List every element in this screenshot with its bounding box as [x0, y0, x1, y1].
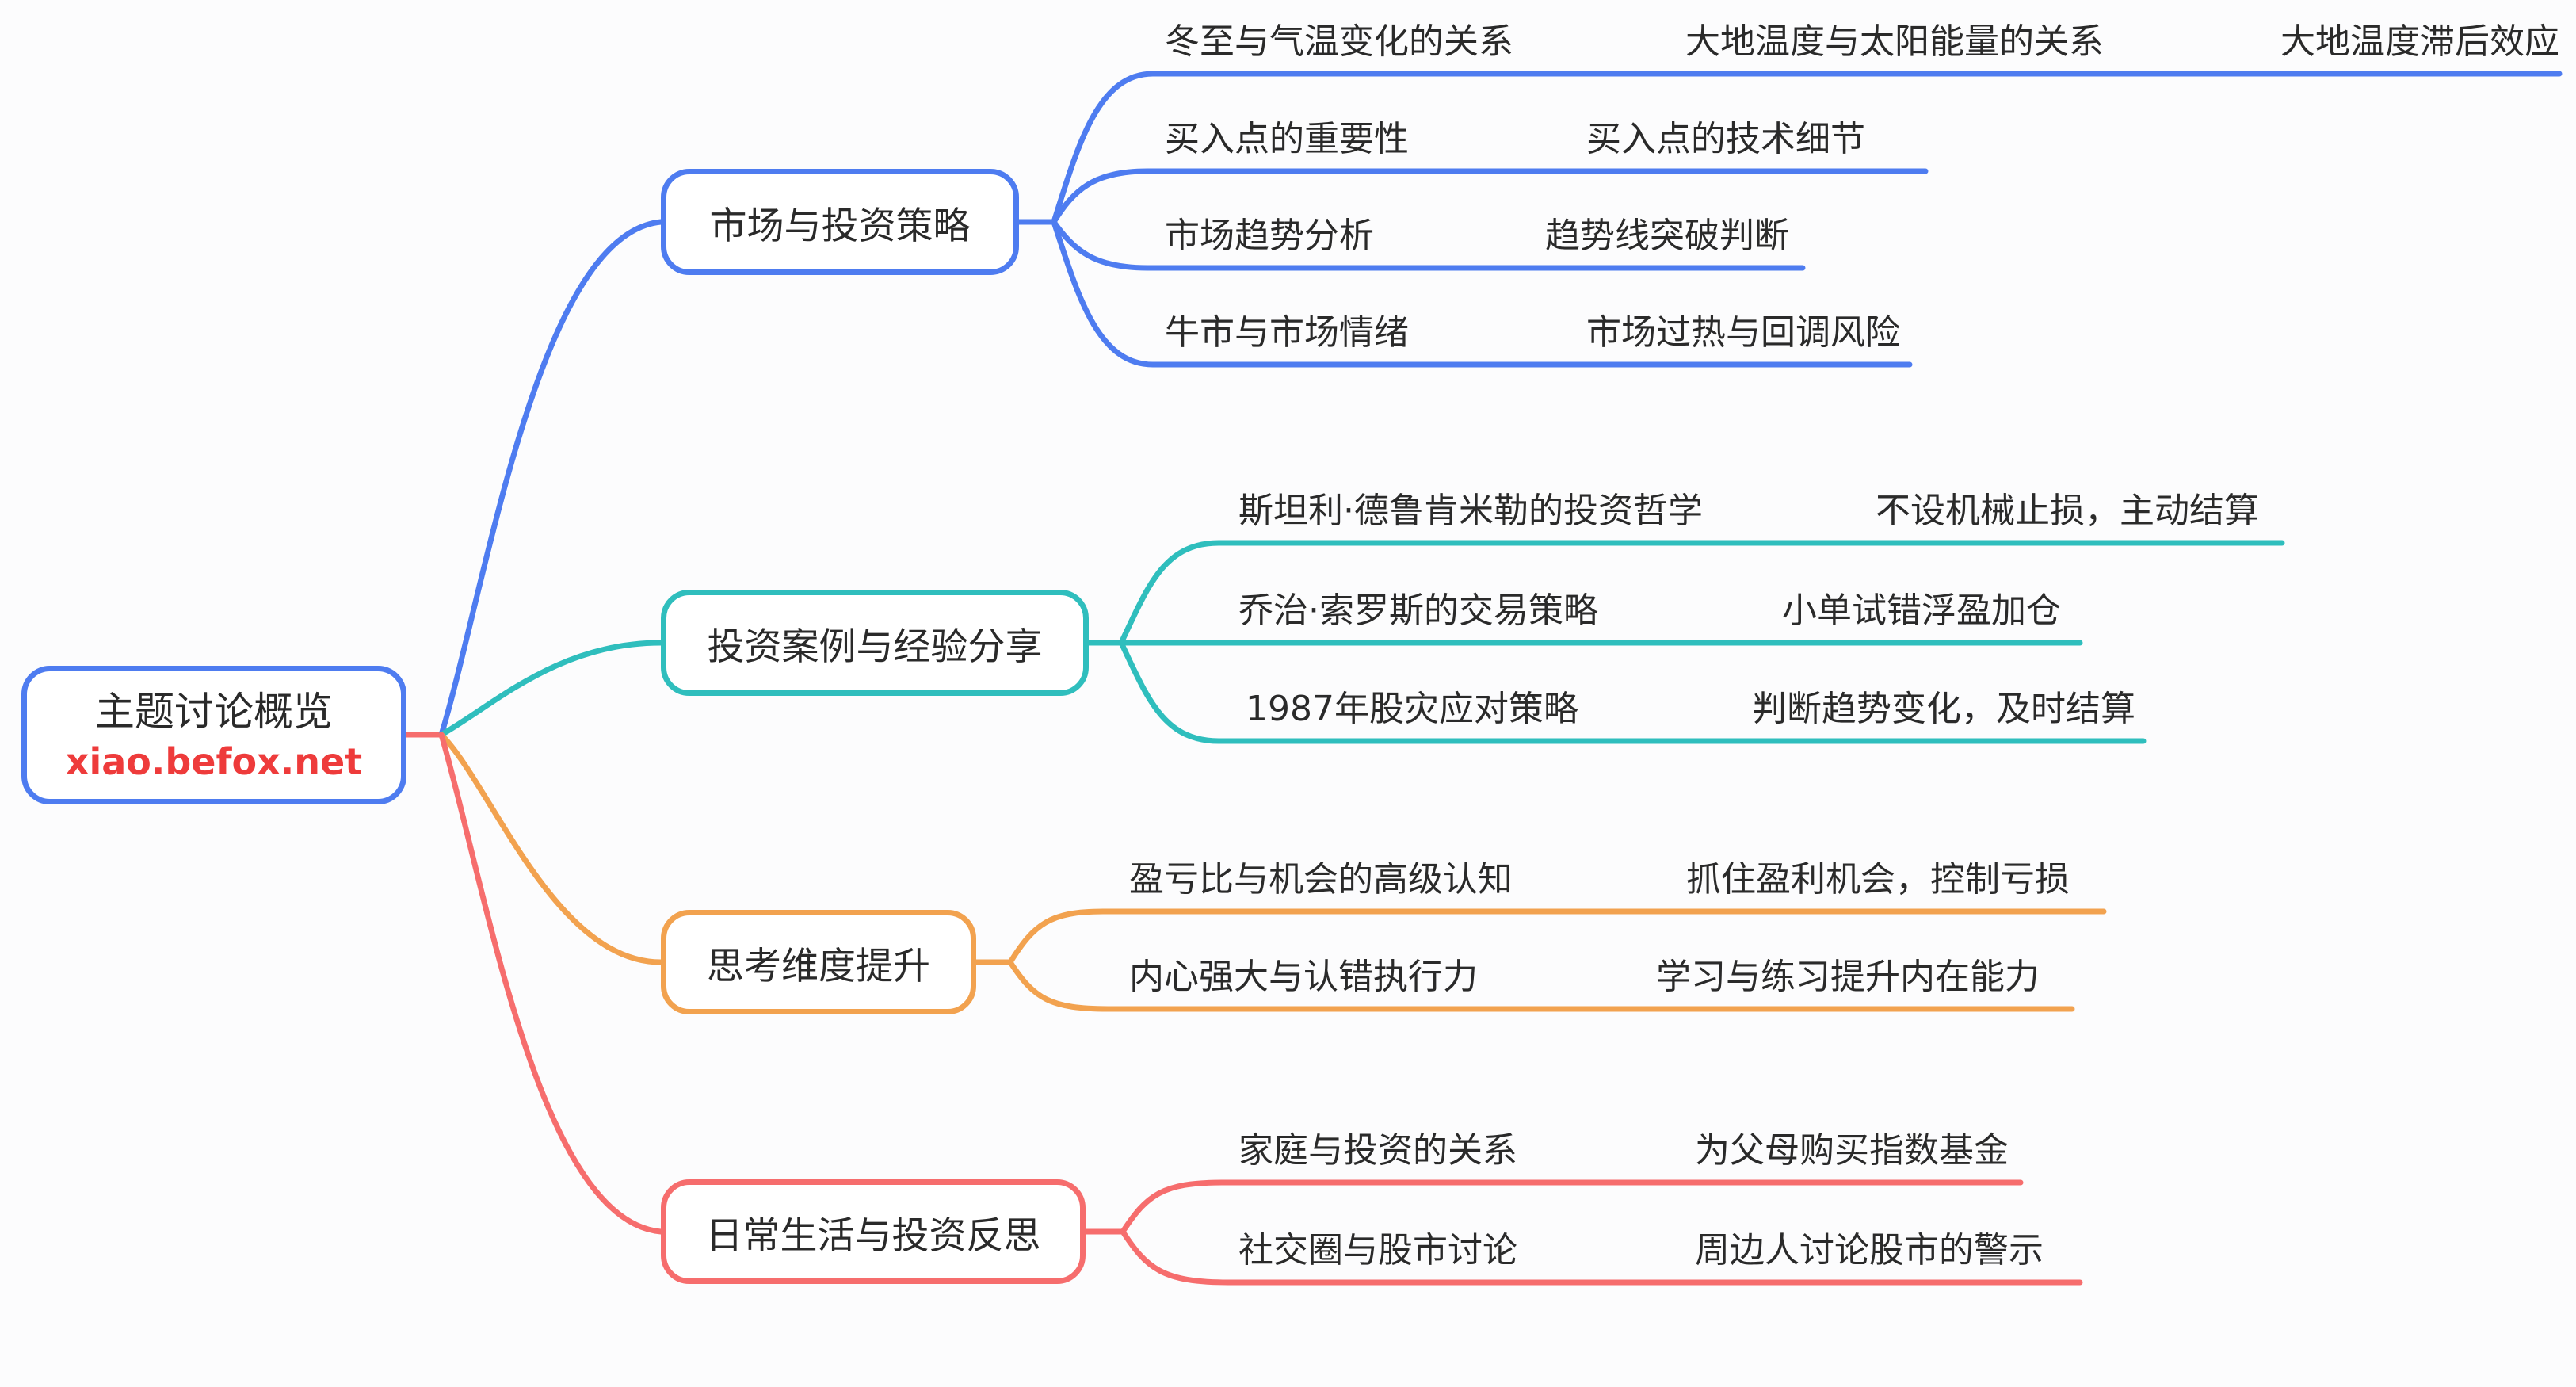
- branch3-row1-item1-label[interactable]: 盈亏比与机会的高级认知: [1129, 859, 1513, 900]
- branch2-row3-item2-label[interactable]: 判断趋势变化，及时结算: [1752, 689, 2135, 729]
- branch2-row2-item2-label[interactable]: 小单试错浮盈加仓: [1782, 590, 2061, 631]
- branch2-row1-line: [1118, 540, 2285, 646]
- root-to-branch3-connector: [438, 732, 664, 965]
- branch4-row1-item1-label[interactable]: 家庭与投资的关系: [1238, 1130, 1517, 1171]
- branch1-row1-line: [1051, 71, 2563, 225]
- branch1-label: 市场与投资策略: [709, 204, 971, 248]
- branch2-label: 投资案例与经验分享: [707, 625, 1043, 669]
- root-to-branch4-connector: [438, 732, 664, 1235]
- root-node[interactable]: 主题讨论概览 xiao.befox.net: [21, 666, 406, 804]
- branch1-row2-line: [1051, 168, 1929, 225]
- branch3-label: 思考维度提升: [707, 944, 930, 988]
- branch2-row1-item2-label[interactable]: 不设机械止损，主动结算: [1876, 491, 2259, 531]
- branch1-row4-line: [1051, 219, 1913, 368]
- branch1-node[interactable]: 市场与投资策略: [661, 169, 1019, 275]
- root-to-branch1-connector: [438, 219, 664, 738]
- root-subtitle-link[interactable]: xiao.befox.net: [65, 739, 363, 783]
- branch4-row2-line: [1120, 1228, 2083, 1286]
- branch2-node[interactable]: 投资案例与经验分享: [661, 590, 1089, 696]
- branch3-row2-item1-label[interactable]: 内心强大与认错执行力: [1129, 957, 1478, 997]
- branch4-label: 日常生活与投资反思: [705, 1213, 1041, 1258]
- branch4-node[interactable]: 日常生活与投资反思: [661, 1179, 1086, 1284]
- branch4-row2-item2-label[interactable]: 周边人讨论股市的警示: [1695, 1230, 2044, 1270]
- branch2-row1-item1-label[interactable]: 斯坦利·德鲁肯米勒的投资哲学: [1238, 491, 1703, 531]
- branch1-row1-item1-label[interactable]: 冬至与气温变化的关系: [1165, 21, 1513, 62]
- branch4-row2-item1-label[interactable]: 社交圈与股市讨论: [1238, 1230, 1517, 1270]
- branch1-row3-item2-label[interactable]: 趋势线突破判断: [1545, 216, 1789, 256]
- branch3-row1-line: [1007, 908, 2107, 965]
- branch1-row4-item2-label[interactable]: 市场过热与回调风险: [1586, 312, 1900, 353]
- branch1-row1-item3-label[interactable]: 大地温度滞后效应: [2280, 21, 2559, 62]
- branch3-node[interactable]: 思考维度提升: [661, 910, 976, 1014]
- branch4-row1-line: [1120, 1179, 2024, 1235]
- root-title: 主题讨论概览: [95, 688, 333, 735]
- branch3-row1-item2-label[interactable]: 抓住盈利机会，控制亏损: [1686, 859, 2070, 900]
- branch4-row1-item2-label[interactable]: 为父母购买指数基金: [1695, 1130, 2009, 1171]
- branch2-row3-item1-label[interactable]: 1987年股灾应对策略: [1246, 689, 1578, 729]
- branch1-row4-item1-label[interactable]: 牛市与市场情绪: [1165, 312, 1409, 353]
- branch1-row2-item1-label[interactable]: 买入点的重要性: [1165, 119, 1409, 159]
- branch2-row3-line: [1118, 640, 2147, 744]
- branch3-row2-line: [1007, 959, 2075, 1012]
- root-to-branch2-connector: [438, 640, 664, 738]
- branch1-row3-item1-label[interactable]: 市场趋势分析: [1165, 216, 1374, 256]
- branch1-row3-line: [1051, 219, 1806, 271]
- branch1-row1-item2-label[interactable]: 大地温度与太阳能量的关系: [1685, 21, 2104, 62]
- branch1-row2-item2-label[interactable]: 买入点的技术细节: [1586, 119, 1865, 159]
- branch3-row2-item2-label[interactable]: 学习与练习提升内在能力: [1656, 957, 2040, 997]
- branch2-row2-item1-label[interactable]: 乔治·索罗斯的交易策略: [1238, 590, 1598, 631]
